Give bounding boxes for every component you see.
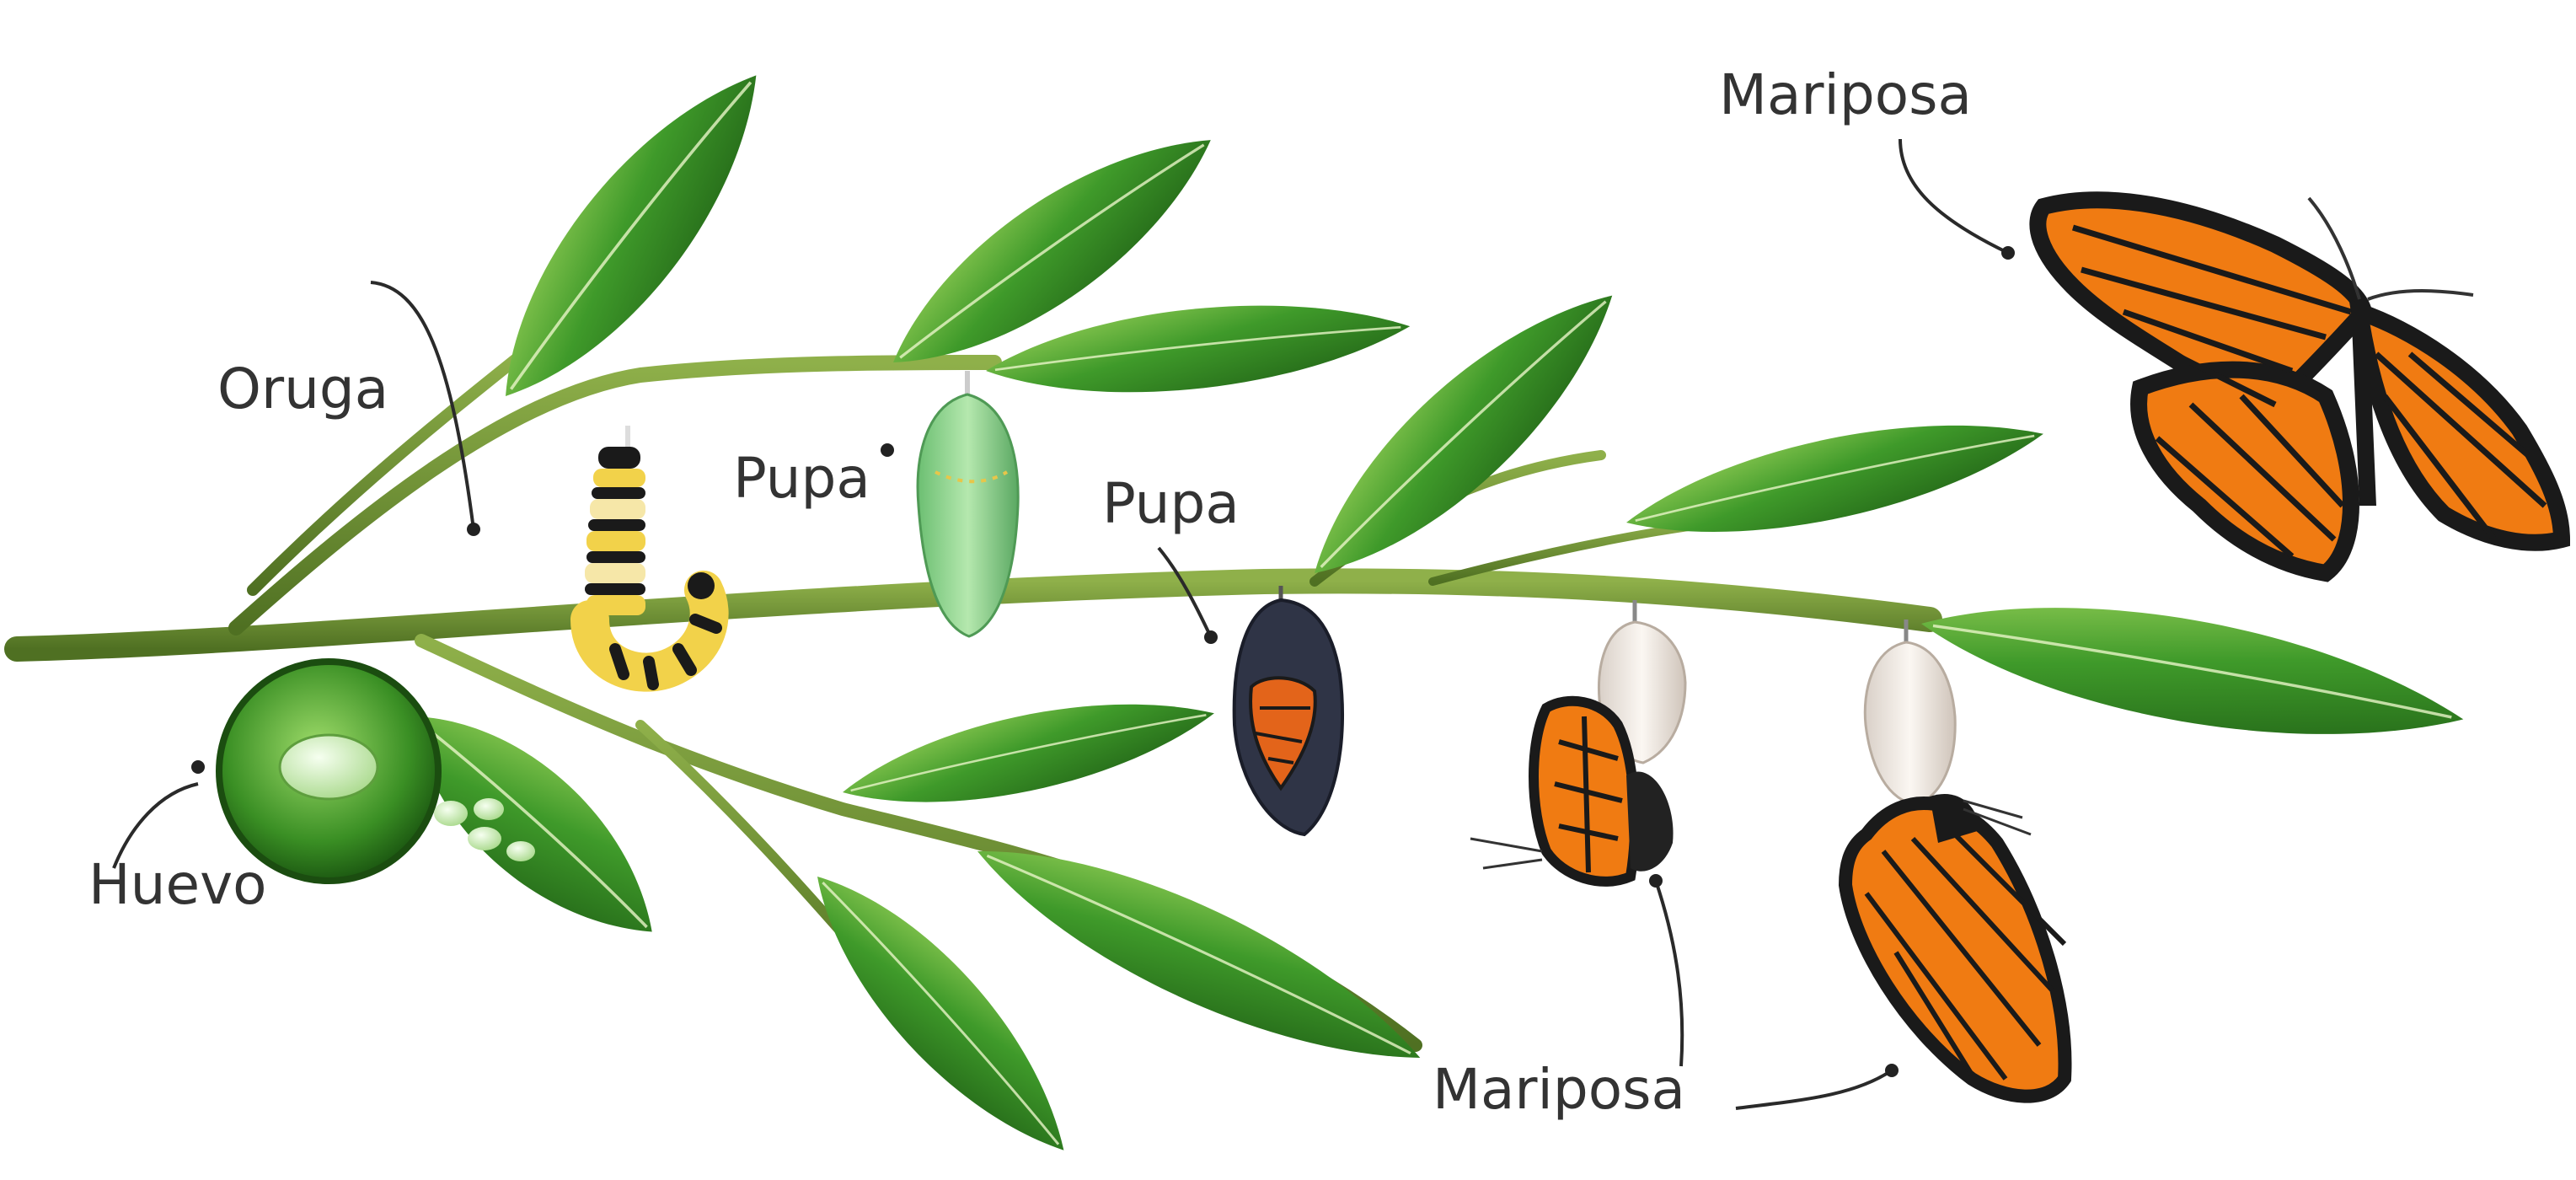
label-mariposa-adult: Mariposa <box>1719 62 1972 127</box>
leaf-icon <box>1618 395 2052 562</box>
egg-icon <box>506 841 535 861</box>
egg-icon <box>474 798 504 820</box>
butterfly-icon <box>1845 620 2065 1097</box>
label-oruga: Oruga <box>217 357 388 421</box>
egg-icon <box>468 827 501 850</box>
egg-icon <box>280 735 378 799</box>
chrysalis-icon <box>1234 586 1342 834</box>
egg-icon <box>434 801 468 826</box>
caterpillar-icon <box>585 426 716 684</box>
label-mariposa-emerging: Mariposa <box>1433 1057 1685 1122</box>
label-huevo: Huevo <box>88 852 267 917</box>
butterfly-icon <box>1470 600 1685 882</box>
leaf-icon <box>1913 574 2472 770</box>
leaf-icon <box>835 677 1223 829</box>
butterfly-icon <box>2038 198 2562 573</box>
label-pupa-dark: Pupa <box>1102 471 1240 536</box>
label-pupa-green: Pupa <box>733 446 870 511</box>
